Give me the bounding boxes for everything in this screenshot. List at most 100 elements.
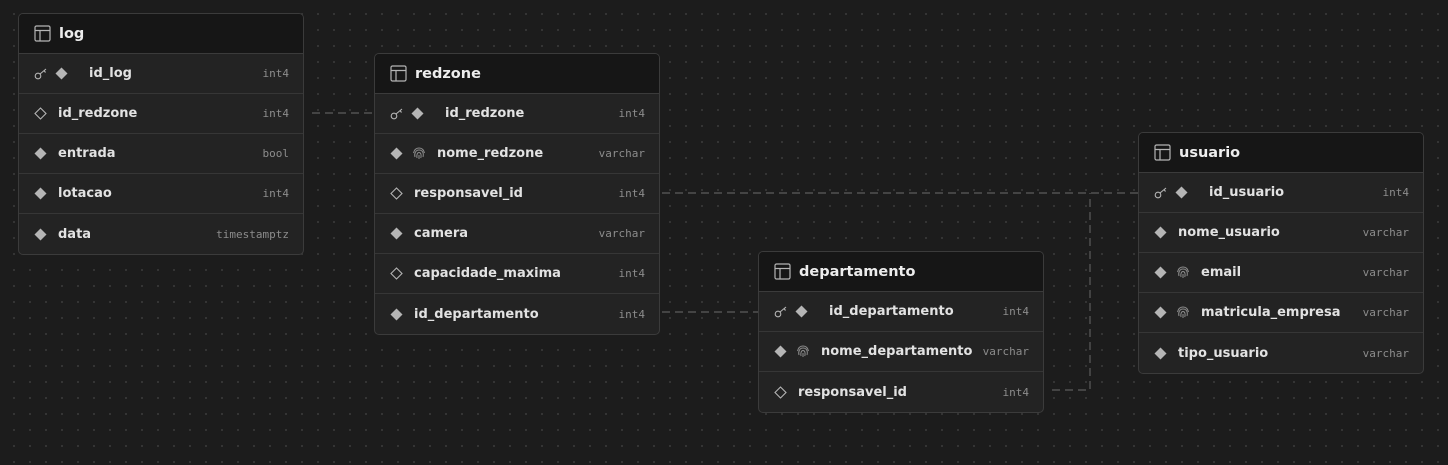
column-name: nome_usuario bbox=[1178, 225, 1280, 240]
column-type: varchar bbox=[598, 147, 645, 160]
column-icons bbox=[34, 187, 47, 200]
column-icons bbox=[34, 67, 68, 80]
column-name: responsavel_id bbox=[414, 186, 523, 201]
fingerprint-icon bbox=[797, 344, 809, 357]
column-type: int4 bbox=[262, 107, 290, 120]
column-type: varchar bbox=[598, 227, 645, 240]
column-type: bool bbox=[262, 147, 290, 160]
key-icon bbox=[1154, 187, 1167, 198]
not-null-diamond-icon bbox=[774, 345, 787, 358]
fingerprint-icon bbox=[1177, 265, 1189, 278]
column-type: varchar bbox=[1362, 266, 1409, 279]
not-null-diamond-icon bbox=[34, 147, 47, 160]
not-null-diamond-icon bbox=[1175, 186, 1188, 199]
column-icons bbox=[1154, 186, 1188, 199]
column-row-email[interactable]: email varchar bbox=[1139, 253, 1423, 293]
column-icons bbox=[1154, 226, 1167, 239]
nullable-diamond-icon bbox=[390, 267, 403, 280]
column-icons bbox=[774, 385, 787, 399]
column-row-id-departamento[interactable]: id_departamento int4 bbox=[375, 294, 659, 334]
column-name: id_departamento bbox=[414, 306, 539, 322]
column-type: int4 bbox=[1002, 305, 1030, 318]
column-row-id-departamento[interactable]: id_departamento int4 bbox=[759, 292, 1043, 332]
not-null-diamond-icon bbox=[34, 228, 47, 240]
column-type: int4 bbox=[618, 307, 646, 321]
column-row-responsavel-id[interactable]: responsavel_id int4 bbox=[759, 372, 1043, 412]
column-row-nome-departamento[interactable]: nome_departamento varchar bbox=[759, 332, 1043, 372]
column-type: int4 bbox=[618, 267, 646, 280]
nullable-diamond-icon bbox=[774, 385, 787, 399]
table-title: log bbox=[59, 25, 85, 42]
column-name: matricula_empresa bbox=[1201, 305, 1341, 320]
key-icon bbox=[34, 68, 47, 79]
not-null-diamond-icon bbox=[795, 305, 808, 318]
column-icons bbox=[774, 305, 808, 318]
column-name: responsavel_id bbox=[798, 384, 907, 400]
column-name: id_redzone bbox=[445, 106, 525, 121]
column-name: email bbox=[1201, 265, 1242, 280]
table-header[interactable]: usuario bbox=[1139, 133, 1423, 173]
table-header[interactable]: log bbox=[19, 14, 303, 54]
table-title: departamento bbox=[799, 263, 916, 280]
table-icon bbox=[390, 65, 407, 82]
column-row-nome-usuario[interactable]: nome_usuario varchar bbox=[1139, 213, 1423, 253]
column-name: tipo_usuario bbox=[1178, 345, 1269, 361]
table-icon bbox=[34, 25, 51, 42]
column-icons bbox=[34, 147, 47, 160]
column-row-tipo-usuario[interactable]: tipo_usuario varchar bbox=[1139, 333, 1423, 373]
column-icons bbox=[390, 146, 426, 161]
not-null-diamond-icon bbox=[390, 147, 403, 160]
table-header[interactable]: redzone bbox=[375, 54, 659, 94]
not-null-diamond-icon bbox=[390, 308, 403, 320]
column-type: int4 bbox=[1382, 186, 1410, 199]
table-icon bbox=[1154, 144, 1171, 161]
column-row-data[interactable]: data timestamptz bbox=[19, 214, 303, 254]
not-null-diamond-icon bbox=[390, 227, 403, 240]
column-row-id-usuario[interactable]: id_usuario int4 bbox=[1139, 173, 1423, 213]
not-null-diamond-icon bbox=[411, 107, 424, 120]
column-name: id_usuario bbox=[1209, 185, 1285, 200]
column-name: entrada bbox=[58, 146, 116, 161]
relation-departamento-usuario bbox=[1052, 193, 1091, 391]
table-card-departamento[interactable]: departamento id_departamento int4 nome_depa… bbox=[758, 251, 1044, 413]
not-null-diamond-icon bbox=[1154, 226, 1167, 239]
column-icons bbox=[390, 308, 403, 321]
column-icons bbox=[390, 187, 403, 200]
column-type: varchar bbox=[1362, 226, 1409, 239]
key-icon bbox=[390, 108, 403, 119]
column-name: lotacao bbox=[58, 186, 112, 201]
column-icons bbox=[34, 107, 47, 120]
fingerprint-icon bbox=[1177, 305, 1189, 318]
column-type: varchar bbox=[982, 345, 1029, 358]
column-name: capacidade_maxima bbox=[414, 266, 561, 281]
column-type: varchar bbox=[1362, 346, 1409, 360]
column-name: data bbox=[58, 226, 92, 242]
column-row-capacidade-maxima[interactable]: capacidade_maxima int4 bbox=[375, 254, 659, 294]
table-title: redzone bbox=[415, 65, 481, 82]
key-icon bbox=[774, 306, 787, 317]
column-type: timestamptz bbox=[216, 227, 289, 241]
not-null-diamond-icon bbox=[1154, 306, 1167, 319]
column-type: int4 bbox=[262, 67, 290, 80]
column-row-nome-redzone[interactable]: nome_redzone varchar bbox=[375, 134, 659, 174]
not-null-diamond-icon bbox=[1154, 347, 1167, 359]
table-icon bbox=[774, 263, 791, 280]
column-name: nome_redzone bbox=[437, 146, 544, 161]
column-name: id_departamento bbox=[829, 304, 954, 319]
table-header[interactable]: departamento bbox=[759, 252, 1043, 292]
column-name: nome_departamento bbox=[821, 344, 973, 359]
not-null-diamond-icon bbox=[55, 67, 68, 80]
column-row-entrada[interactable]: entrada bool bbox=[19, 134, 303, 174]
column-type: int4 bbox=[1002, 385, 1030, 399]
